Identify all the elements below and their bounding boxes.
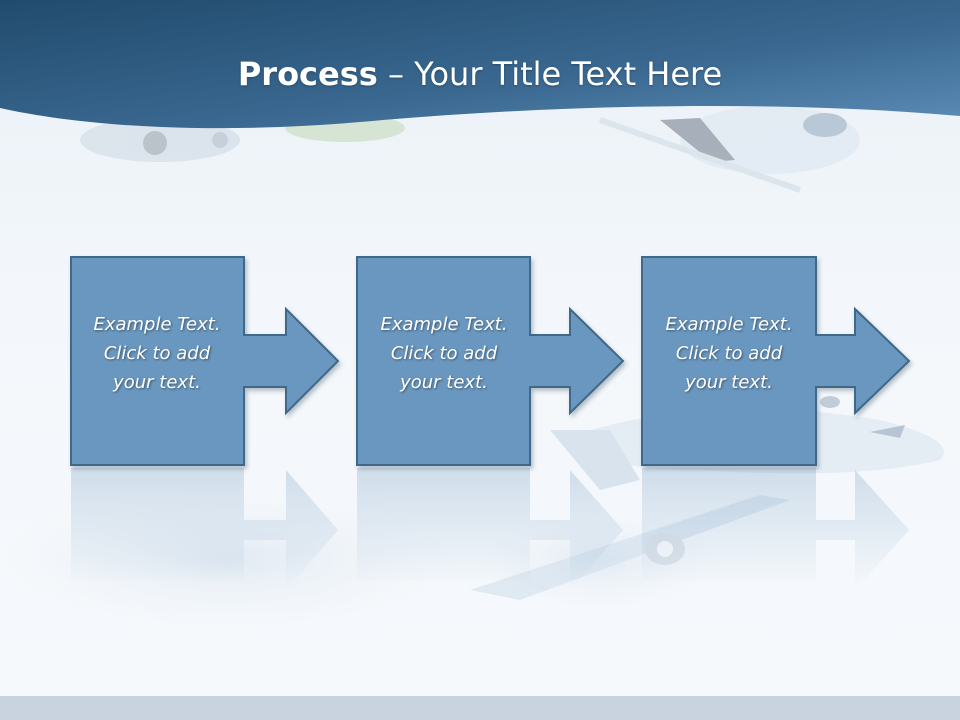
process-step-text-3[interactable]: Example Text. Click to add your text. bbox=[643, 310, 815, 397]
process-step-shape-2[interactable] bbox=[356, 256, 625, 466]
step-line: your text. bbox=[400, 372, 488, 393]
step-line: Click to add bbox=[390, 343, 498, 364]
title-bold: Process bbox=[237, 55, 378, 93]
step-line: Example Text. bbox=[380, 314, 508, 335]
process-step-shape-1[interactable] bbox=[70, 256, 340, 466]
airplane-illustration bbox=[599, 106, 860, 193]
process-step-text-1[interactable]: Example Text. Click to add your text. bbox=[71, 310, 243, 397]
process-step-text-2[interactable]: Example Text. Click to add your text. bbox=[358, 310, 530, 397]
step-line: your text. bbox=[685, 372, 773, 393]
step-line: Example Text. bbox=[665, 314, 793, 335]
page-title[interactable]: Process – Your Title Text Here bbox=[0, 52, 960, 96]
step-line: Click to add bbox=[675, 343, 783, 364]
shape-reflections bbox=[71, 468, 909, 590]
title-rest: – Your Title Text Here bbox=[377, 55, 723, 93]
header-band bbox=[0, 0, 960, 129]
step-line: Click to add bbox=[103, 343, 211, 364]
step-line: your text. bbox=[113, 372, 201, 393]
process-step-shape-3[interactable] bbox=[641, 256, 911, 466]
step-line: Example Text. bbox=[93, 314, 221, 335]
footer-bar bbox=[0, 696, 960, 720]
